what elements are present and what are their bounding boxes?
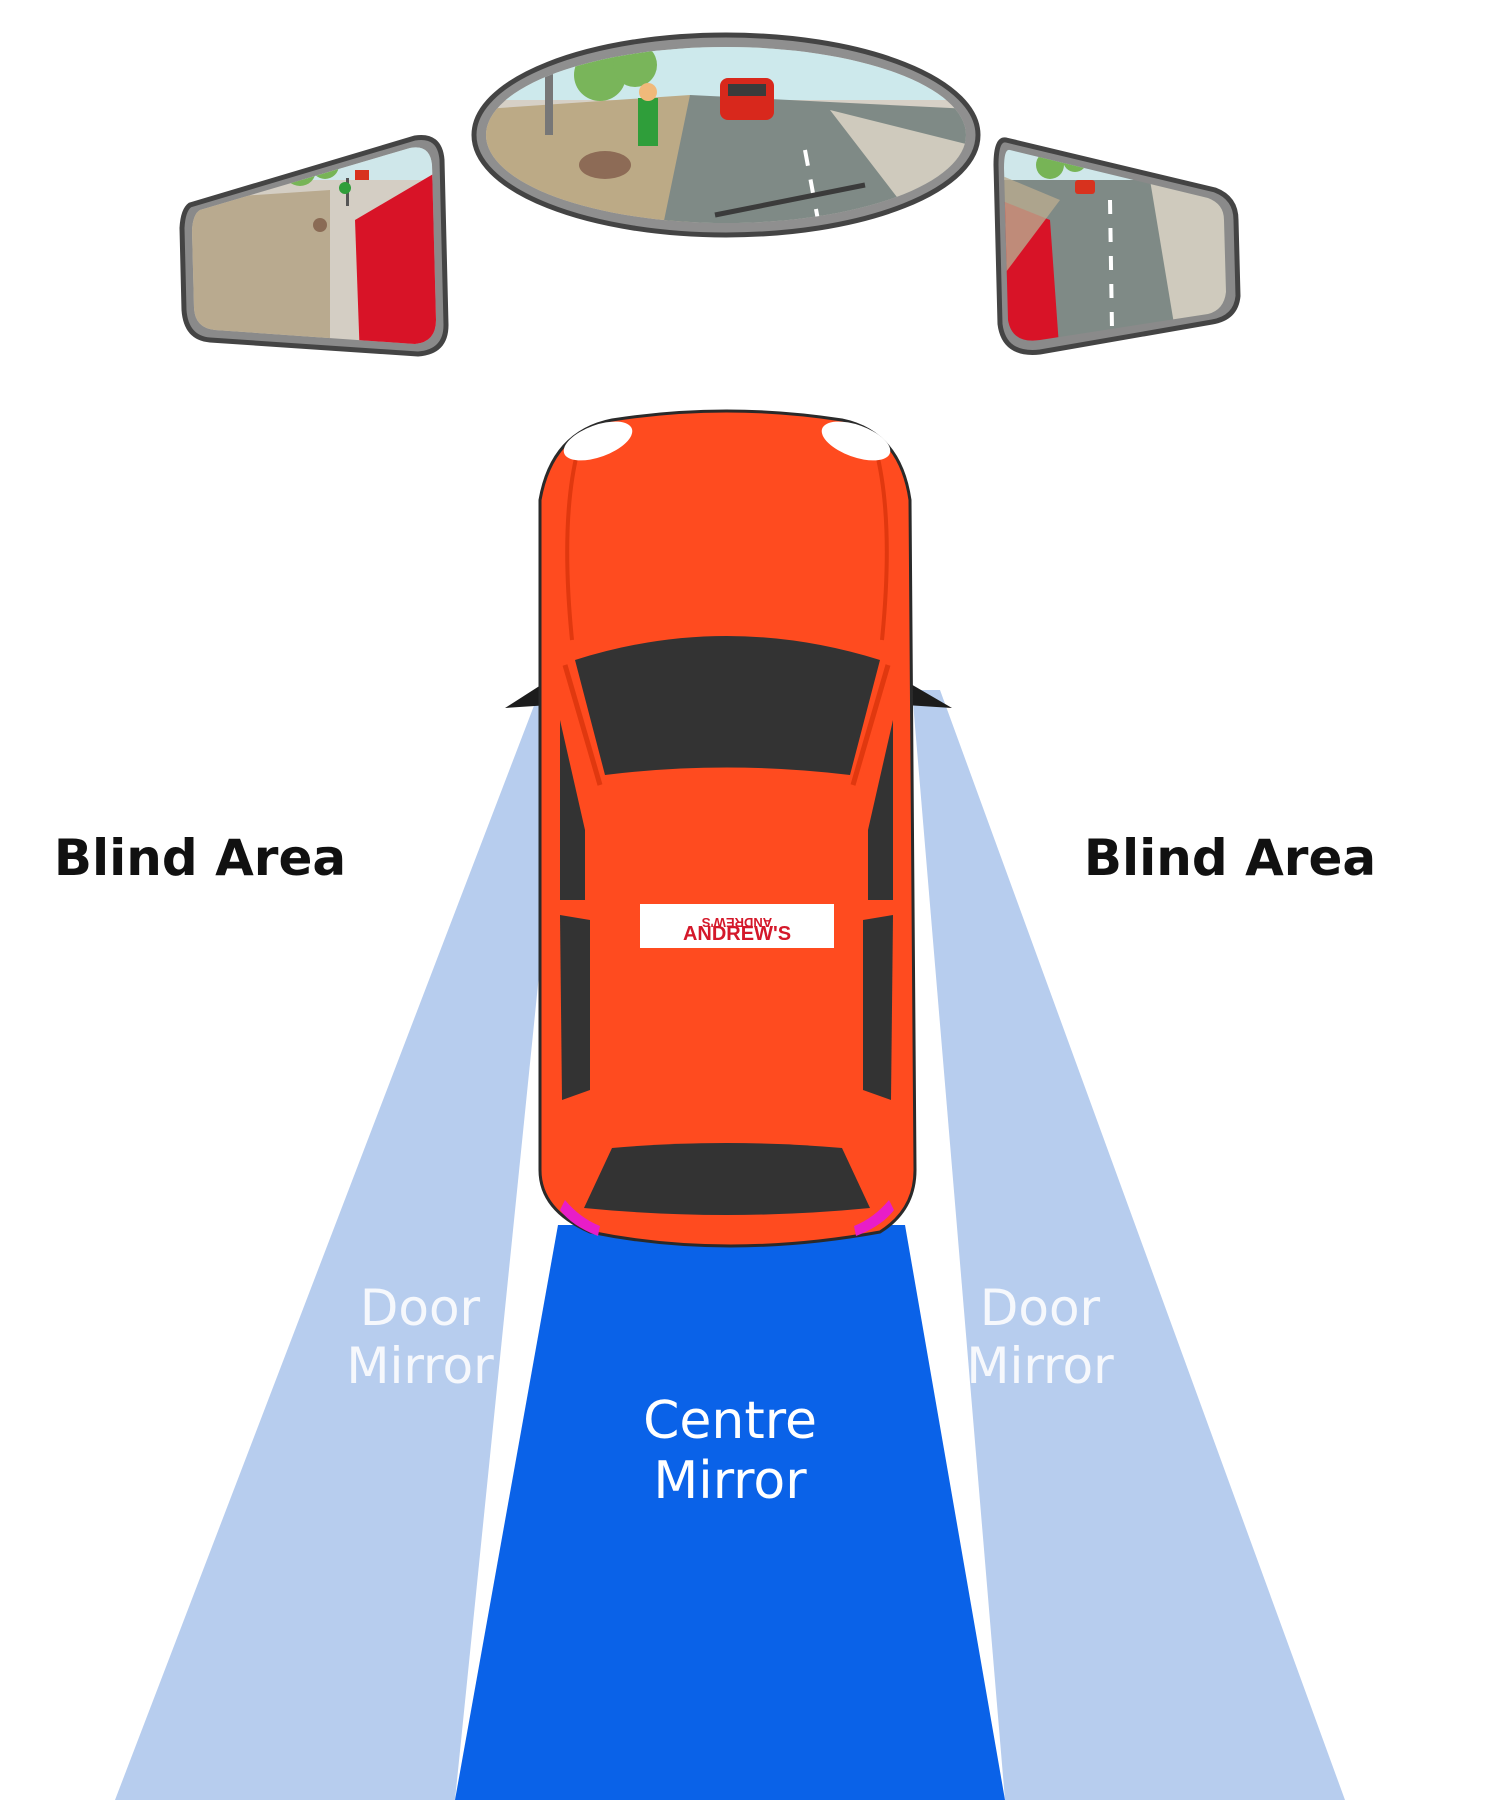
centre-mirror-label: Centre Mirror [590, 1391, 870, 1512]
door-mirror-right-label: Door Mirror [920, 1279, 1160, 1395]
door-mirror-left-line1: Door [359, 1279, 481, 1337]
centre-mirror-line2: Mirror [653, 1450, 807, 1511]
door-mirror-left-label: Door Mirror [300, 1279, 540, 1395]
roof-sign-mirrored-text: ANDREW'S [702, 915, 773, 930]
left-door-mirror-zone [115, 690, 568, 1800]
roof-sign-text: ANDREW'S [683, 923, 791, 945]
door-mirror-right-line1: Door [979, 1279, 1101, 1337]
door-mirror-left-line2: Mirror [346, 1336, 494, 1395]
left-door-mirror-icon [179, 134, 449, 357]
right-door-mirror-zone [912, 690, 1345, 1800]
centre-mirror-zone [455, 1225, 1005, 1800]
car-top-view-icon [505, 409, 952, 1248]
rear-view-mirror-icon [471, 32, 981, 238]
roof-sign: ANDREW'S ANDREW'S [640, 904, 834, 948]
door-mirror-right-line2: Mirror [966, 1336, 1114, 1395]
right-door-mirror-icon [993, 137, 1241, 355]
centre-mirror-line1: Centre [643, 1391, 817, 1451]
blind-area-left-label: Blind Area [53, 829, 347, 887]
blind-area-right-label: Blind Area [1083, 829, 1377, 887]
